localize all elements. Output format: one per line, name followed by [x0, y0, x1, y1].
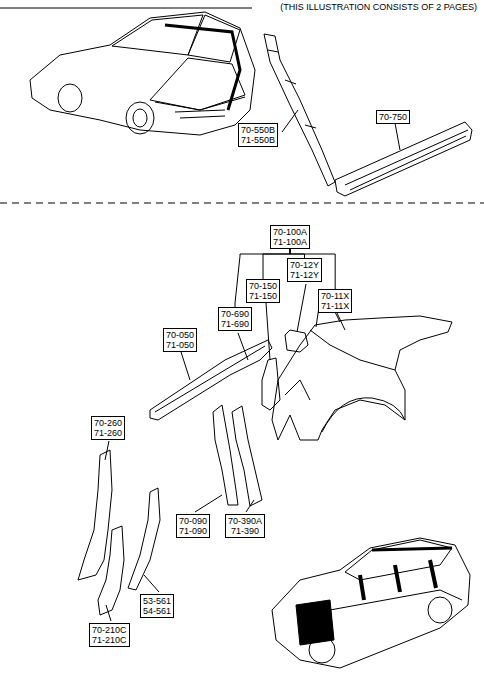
part-12y — [285, 330, 308, 352]
part-750 — [335, 122, 472, 196]
part-number: 70-12Y — [290, 260, 319, 270]
part-number: 70-550B — [241, 125, 275, 135]
part-210c — [98, 526, 124, 615]
part-550b — [264, 34, 335, 186]
part-number: 70-11X — [321, 291, 349, 301]
part-number: 70-210C — [92, 625, 127, 635]
bracket-line — [235, 249, 290, 307]
part-number: 54-561 — [143, 606, 171, 616]
part-260 — [78, 450, 112, 580]
part-050 — [150, 340, 272, 420]
part-number: 71-150 — [249, 291, 277, 301]
page-divider — [0, 203, 484, 204]
part-number: 71-260 — [94, 428, 122, 438]
callout-box: 70-26071-260 — [91, 416, 125, 440]
header-rule — [0, 8, 252, 9]
part-number: 70-750 — [379, 112, 407, 122]
part-number: 71-100A — [273, 237, 307, 247]
callout-box: 70-12Y71-12Y — [287, 258, 322, 282]
part-390a — [232, 406, 262, 506]
bracket-line — [263, 249, 290, 279]
page-note: (THIS ILLUSTRATION CONSISTS OF 2 PAGES) — [279, 2, 478, 12]
part-690 — [262, 358, 280, 410]
callout-box: 70-15071-150 — [246, 279, 280, 303]
callout-box: 70-210C71-210C — [89, 623, 130, 647]
callout-box: 70-09071-090 — [176, 514, 210, 538]
callout-box: 53-56154-561 — [140, 594, 174, 618]
callout-box: 70-390A71-390 — [225, 514, 265, 538]
part-number: 71-210C — [92, 635, 127, 645]
part-number: 70-100A — [273, 227, 307, 237]
leader-line — [395, 123, 400, 150]
callout-box: 70-550B71-550B — [238, 123, 278, 147]
part-number: 71-550B — [241, 135, 275, 145]
part-number: 70-050 — [166, 330, 194, 340]
part-number: 53-561 — [143, 596, 171, 606]
part-number: 70-090 — [179, 516, 207, 526]
callout-box: 70-69071-690 — [218, 307, 252, 331]
car-sketch-top — [30, 12, 255, 135]
part-number: 71-11X — [321, 301, 349, 311]
part-090 — [213, 405, 238, 505]
callout-box: 70-100A71-100A — [270, 225, 310, 249]
part-number: 70-150 — [249, 281, 277, 291]
car-sketch-bottom — [272, 538, 470, 668]
part-number: 71-050 — [166, 340, 194, 350]
part-number: 71-090 — [179, 526, 207, 536]
part-number: 70-690 — [221, 309, 249, 319]
part-number: 70-260 — [94, 418, 122, 428]
callout-box: 70-05071-050 — [163, 328, 197, 352]
leader-lines — [105, 284, 345, 621]
part-number: 70-390A — [228, 516, 262, 526]
callout-box: 70-750 — [376, 110, 410, 124]
part-561 — [128, 488, 160, 590]
part-number: 71-12Y — [290, 270, 319, 280]
callout-box: 70-11X71-11X — [318, 289, 352, 313]
bracket-line — [290, 249, 335, 289]
part-number: 71-390 — [228, 526, 262, 536]
part-number: 71-690 — [221, 319, 249, 329]
leader-line — [282, 110, 298, 132]
